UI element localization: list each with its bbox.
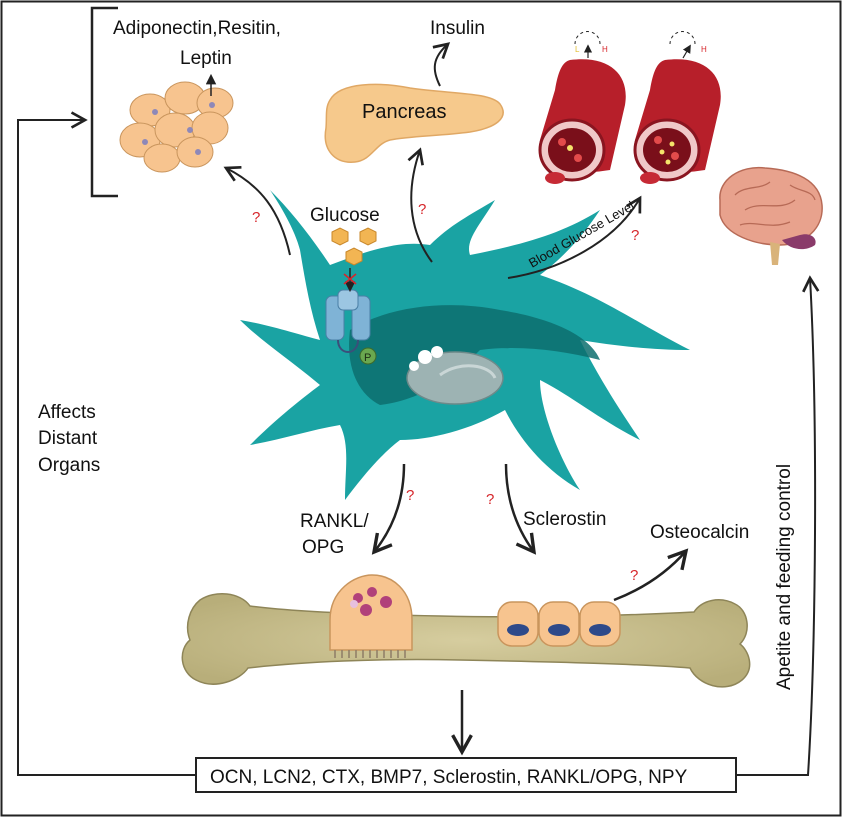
q-sclerostin: ? <box>486 491 494 508</box>
pancreas-icon <box>324 83 504 163</box>
insulin-label: Insulin <box>430 18 485 39</box>
blood-vessel-low-icon <box>538 59 626 184</box>
q-adipose: ? <box>252 209 260 226</box>
glucose-block-mark <box>343 273 357 285</box>
vessel-high-gauge-icon <box>669 31 696 45</box>
nucleus-highlight <box>439 364 497 379</box>
bone-factors-box <box>195 757 737 793</box>
rankl-label-line1: RANKL/ <box>300 511 369 532</box>
vesicle-icon <box>431 346 443 358</box>
osteoblast-cells-icon <box>497 601 621 647</box>
blood-glucose-arrow <box>507 195 642 279</box>
vessel-high-marker: H <box>701 45 707 54</box>
glucose-label: Glucose <box>310 205 380 226</box>
pancreas-label: Pancreas <box>362 101 447 123</box>
adipokines-label-line1: Adiponectin,Resitin, <box>113 18 281 39</box>
vesicle-icon <box>409 361 419 371</box>
glucose-molecule-icons <box>331 227 377 266</box>
rankl-label-line2: OPG <box>302 537 344 558</box>
appetite-label: Apetite and feeding control <box>774 464 795 690</box>
vesicle-icon <box>418 350 432 364</box>
q-pancreas: ? <box>418 201 426 218</box>
sclerostin-label: Sclerostin <box>523 509 606 530</box>
blood-glucose-label: Blood Glucose Level <box>526 198 637 271</box>
brain-icon <box>719 166 823 265</box>
bone-factors-label: OCN, LCN2, CTX, BMP7, Sclerostin, RANKL/… <box>210 767 688 788</box>
osteocalcin-label: Osteocalcin <box>650 522 749 543</box>
to-adipose-arrow <box>223 165 291 256</box>
bone-icon <box>181 593 751 688</box>
glucose-transporter-icon <box>325 289 371 353</box>
to-pancreas-arrow <box>407 147 433 263</box>
affects-label-line3: Organs <box>38 455 100 476</box>
osteoclast-icon <box>329 574 413 658</box>
phospho-badge <box>359 347 377 365</box>
phospho-label: P <box>364 352 371 364</box>
feedback-loop-arrow <box>17 111 195 776</box>
vessel-low-gauge-icon <box>574 31 601 45</box>
vessel-high-gauge-needle <box>682 44 691 59</box>
affects-label-line2: Distant <box>38 428 98 449</box>
vessel-high-marker-a: H <box>602 45 608 54</box>
osteocalcin-arrow <box>613 548 689 602</box>
q-osteocalcin: ? <box>630 567 638 584</box>
insulin-arrow <box>432 42 451 87</box>
sclerostin-arrow <box>504 463 537 555</box>
adipose-bracket <box>90 6 118 198</box>
blood-vessel-high-icon <box>633 59 721 184</box>
adipokines-label-line2: Leptin <box>180 48 232 69</box>
rankl-arrow <box>371 463 406 555</box>
nucleus-icon <box>406 351 504 405</box>
vessel-low-marker: L <box>575 45 580 54</box>
q-rankl: ? <box>406 487 414 504</box>
appetite-arrow <box>736 275 820 776</box>
affects-label-line1: Affects <box>38 402 96 423</box>
adipocyte-cluster-icon <box>119 81 234 173</box>
q-blood-glucose: ? <box>631 227 639 244</box>
